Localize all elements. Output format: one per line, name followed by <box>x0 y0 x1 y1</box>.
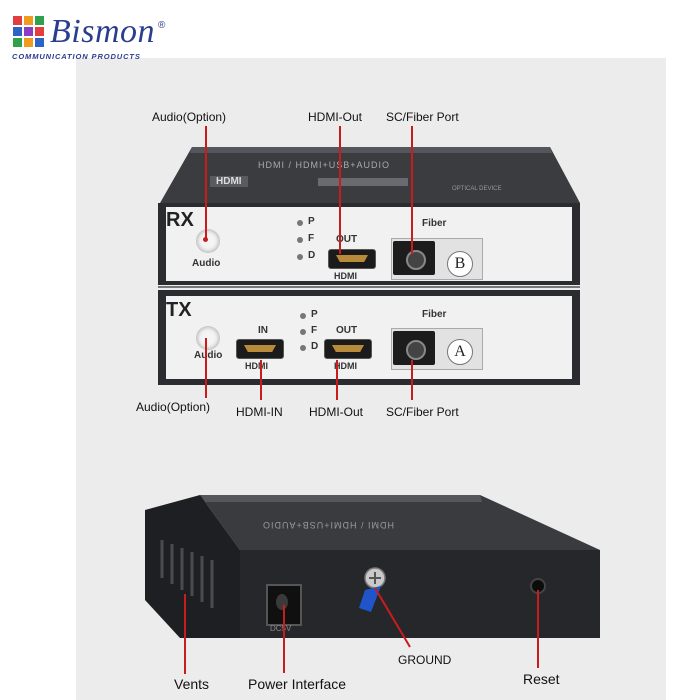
callout-hdmi-out-rx: HDMI-Out <box>308 110 362 124</box>
callout-line-ground <box>374 587 411 648</box>
tx-audio-jack[interactable] <box>196 326 220 350</box>
callout-hdmi-in: HDMI-IN <box>236 405 283 419</box>
callout-dot-audio-rx <box>203 237 208 242</box>
callout-fiber-port-rx: SC/Fiber Port <box>386 110 459 124</box>
callout-line-fiber-rx <box>411 126 413 254</box>
rx-out-label: OUT <box>336 234 358 245</box>
rx-led-p <box>297 220 303 226</box>
dc-label: DC5V <box>270 624 292 633</box>
rx-fiber-label: Fiber <box>422 218 447 229</box>
rx-top-print-line2: HDMI <box>210 176 248 187</box>
callout-hdmi-out-tx: HDMI-Out <box>309 405 363 419</box>
tx-led-f-label: F <box>311 325 318 336</box>
tx-badge: A <box>447 339 473 365</box>
logo-grid-square <box>24 16 33 25</box>
callout-line-vents <box>184 594 186 674</box>
rx-label: RX <box>166 209 194 231</box>
callout-audio-option-rx: Audio(Option) <box>152 110 227 124</box>
logo-grid-square <box>35 38 44 47</box>
tx-in-label: IN <box>258 325 268 336</box>
callout-vents: Vents <box>174 676 210 692</box>
rx-led-p-label: P <box>308 216 315 227</box>
logo-grid-square <box>13 27 22 36</box>
tx-led-d-label: D <box>311 341 319 352</box>
rx-top-print-line1: HDMI / HDMI+USB+AUDIO <box>258 160 391 170</box>
callout-line-hdmi-in <box>260 360 262 400</box>
tx-fiber-label: Fiber <box>422 309 447 320</box>
callout-power-interface: Power Interface <box>248 676 347 692</box>
brand-logo-grid-icon <box>13 16 44 47</box>
callout-fiber-port-tx: SC/Fiber Port <box>386 405 459 419</box>
logo-grid-square <box>13 38 22 47</box>
registered-mark: ® <box>158 20 166 31</box>
tx-hdmi-in-label: HDMI <box>245 361 268 371</box>
brand-name: Bismon <box>50 13 155 50</box>
rx-audio-label: Audio <box>192 258 221 269</box>
logo-grid-square <box>24 27 33 36</box>
logo-grid-square <box>35 27 44 36</box>
tx-audio-label: Audio <box>194 350 223 361</box>
rx-hdmi-out-port[interactable] <box>328 249 376 269</box>
rx-led-f <box>297 237 303 243</box>
tx-hdmi-in-port[interactable] <box>236 339 284 359</box>
tx-out-label: OUT <box>336 325 358 336</box>
tx-led-f <box>300 329 306 335</box>
tx-led-p-label: P <box>311 309 318 320</box>
callout-line-audio-tx <box>205 338 207 398</box>
dc-jack-center-icon <box>276 594 288 610</box>
tx-led-d <box>300 345 306 351</box>
ground-screw-icon[interactable] <box>345 560 405 620</box>
rx-badge: B <box>447 251 473 277</box>
tx-sc-fiber-port[interactable] <box>393 331 435 365</box>
tx-hdmi-out-port[interactable] <box>324 339 372 359</box>
rx-top-arrow-strip <box>318 178 408 186</box>
callout-audio-option-tx: Audio(Option) <box>136 400 211 414</box>
logo-grid-square <box>13 16 22 25</box>
rx-led-d-label: D <box>308 250 316 261</box>
rx-hdmi-label: HDMI <box>334 271 357 281</box>
rx-audio-jack[interactable] <box>196 229 220 253</box>
logo-grid-square <box>35 16 44 25</box>
tx-led-p <box>300 313 306 319</box>
callout-line-audio-rx <box>205 126 207 240</box>
rear-top-print: HDMI / HDMI+USB+AUDIO <box>262 520 395 530</box>
rx-sc-fiber-port[interactable] <box>393 241 435 275</box>
rx-led-d <box>297 254 303 260</box>
rx-led-f-label: F <box>308 233 315 244</box>
callout-line-hdmi-out-tx <box>336 360 338 400</box>
tx-hdmi-out-label: HDMI <box>334 361 357 371</box>
callout-line-fiber-tx <box>411 360 413 400</box>
logo-grid-square <box>24 38 33 47</box>
callout-line-reset <box>537 590 539 668</box>
callout-reset: Reset <box>523 671 560 687</box>
tx-label: TX <box>166 299 192 321</box>
callout-line-hdmi-out-rx <box>339 126 341 254</box>
callout-ground: GROUND <box>398 653 452 667</box>
rx-top-small-print: OPTICAL DEVICE <box>452 186 502 192</box>
brand-tagline: COMMUNICATION PRODUCTS <box>12 52 141 61</box>
callout-line-power <box>283 605 285 673</box>
